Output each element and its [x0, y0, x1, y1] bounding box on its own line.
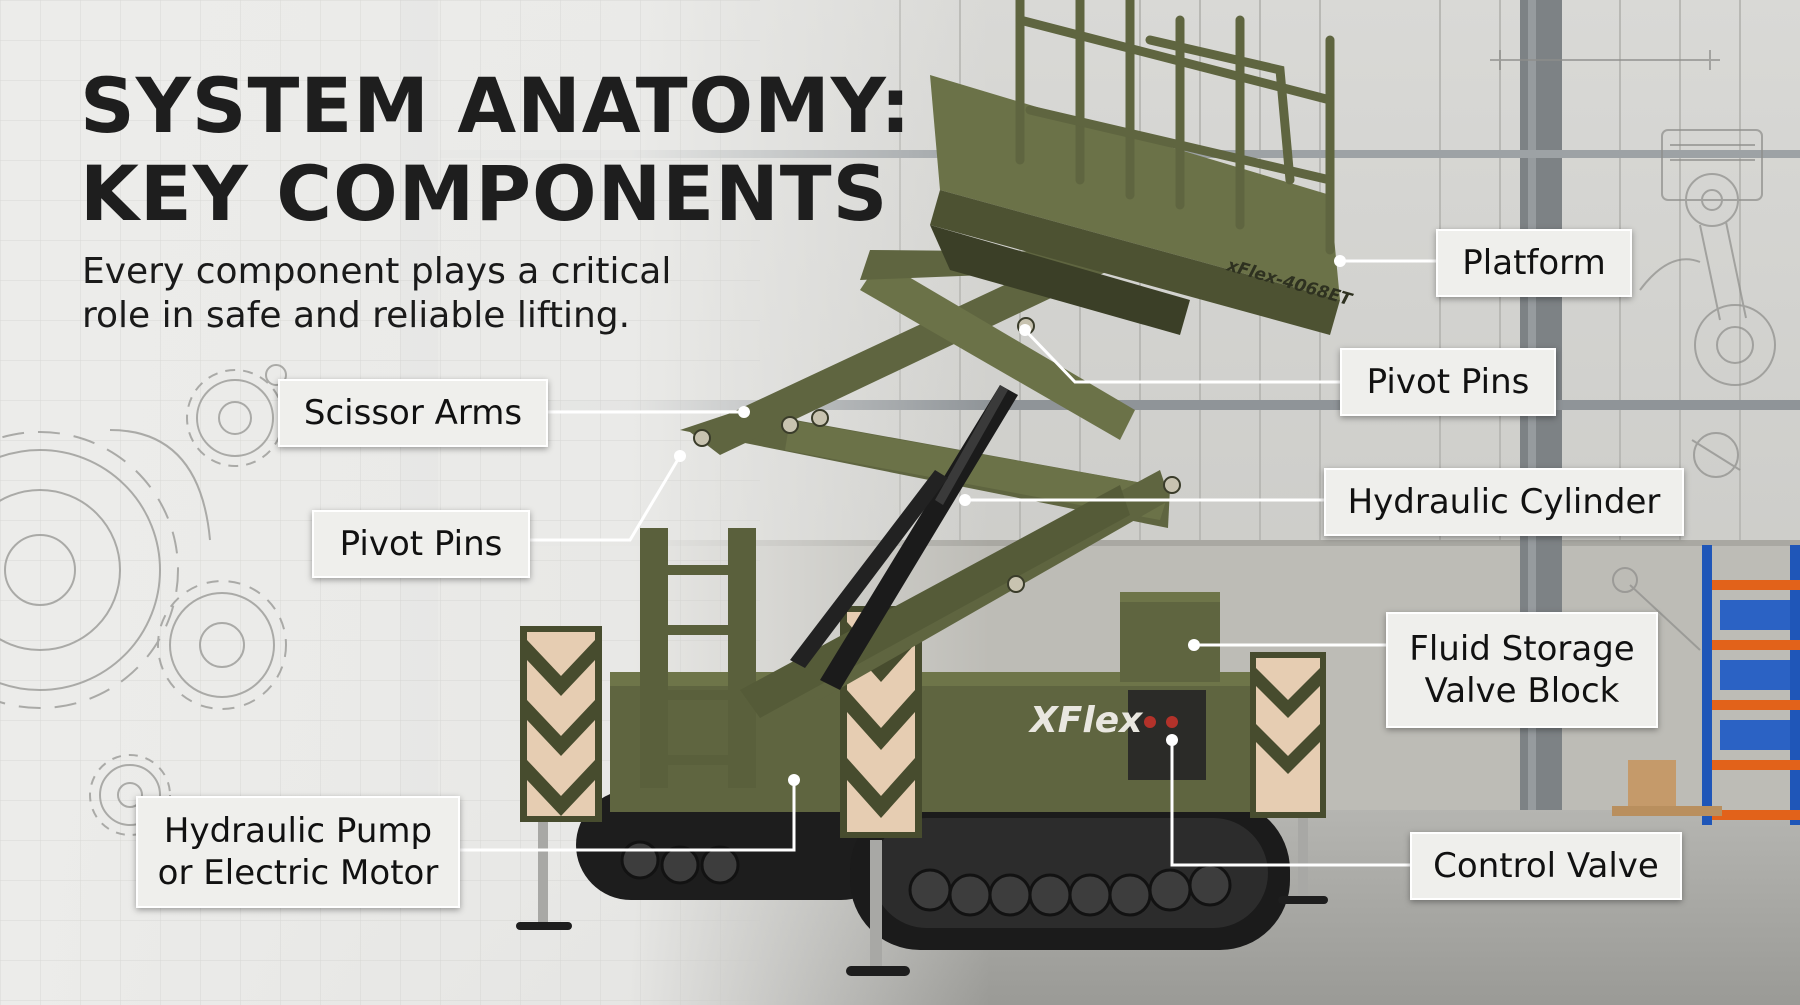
leader-lines — [460, 259, 1436, 867]
callout-fluid-storage-line-1: Fluid Storage — [1409, 629, 1635, 669]
pivot-pin-heads — [693, 317, 1181, 593]
leader-dots — [674, 255, 1346, 786]
gear-sketches — [0, 364, 287, 836]
callout-pivot-pins-left-label: Pivot Pins — [339, 524, 503, 564]
outriggers — [516, 812, 1328, 976]
callout-hydraulic-pump-line-2: or Electric Motor — [157, 853, 439, 893]
callout-platform: Platform — [1436, 229, 1632, 297]
subtitle-line-2: role in safe and reliable lifting. — [82, 295, 631, 336]
crawler-tracks — [576, 790, 1290, 950]
scissor-arm-stack — [680, 245, 1170, 718]
callout-hydraulic-cylinder: Hydraulic Cylinder — [1324, 468, 1684, 536]
callout-hydraulic-pump-line-1: Hydraulic Pump — [163, 811, 433, 851]
callout-control-valve-label: Control Valve — [1433, 846, 1659, 886]
callout-scissor-arms-label: Scissor Arms — [303, 393, 523, 433]
callout-fluid-storage: Fluid Storage Valve Block — [1386, 612, 1658, 728]
callout-hydraulic-cylinder-label: Hydraulic Cylinder — [1347, 482, 1661, 522]
callout-pivot-pins-left: Pivot Pins — [312, 510, 530, 578]
platform-deck: xFlex-4068ET — [930, 75, 1355, 335]
scissor-lift: XFlex — [516, 0, 1355, 976]
subtitle-line-1: Every component plays a critical — [82, 251, 672, 292]
callout-control-valve: Control Valve — [1410, 832, 1682, 900]
hydraulic-cylinder-body — [790, 385, 1018, 690]
callout-platform-label: Platform — [1462, 243, 1606, 283]
title-line-2: KEY COMPONENTS — [80, 149, 889, 238]
callout-scissor-arms: Scissor Arms — [278, 379, 548, 447]
title-line-1: SYSTEM ANATOMY: — [80, 61, 912, 150]
callout-pivot-pins-right-label: Pivot Pins — [1366, 362, 1530, 402]
subtitle: Every component plays a critical role in… — [82, 250, 722, 338]
brand-logo: XFlex — [1028, 700, 1144, 741]
page-title: SYSTEM ANATOMY: KEY COMPONENTS — [80, 62, 912, 238]
callout-fluid-storage-line-2: Valve Block — [1424, 671, 1620, 711]
engine-sketch — [1490, 50, 1776, 651]
guard-rails — [1015, 0, 1335, 255]
callout-hydraulic-pump: Hydraulic Pump or Electric Motor — [136, 796, 460, 908]
callout-pivot-pins-right: Pivot Pins — [1340, 348, 1556, 416]
chevron-posts — [520, 606, 1326, 838]
